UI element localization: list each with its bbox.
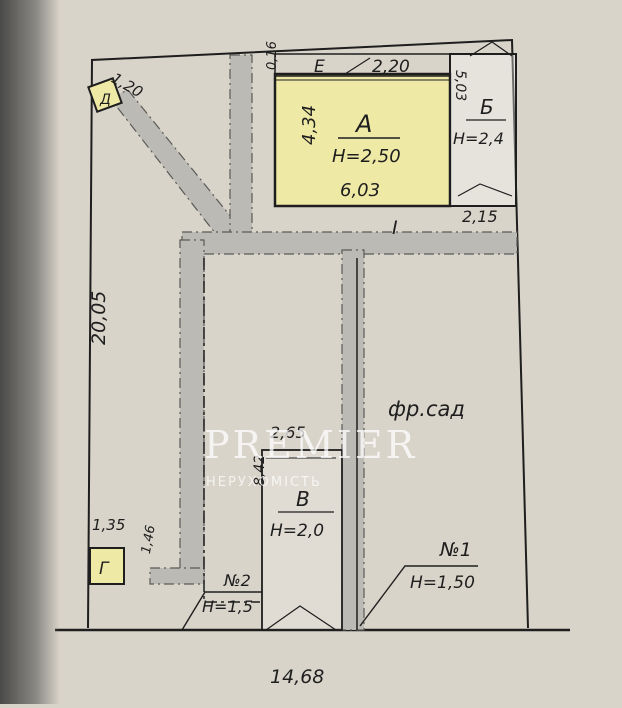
label-a-height: Н=2,50	[332, 146, 401, 167]
building-a	[273, 72, 452, 208]
dim-total-width: 14,68	[270, 666, 324, 688]
walkway-center	[341, 249, 365, 631]
dim-a-top: 2,20	[372, 57, 410, 77]
dim-g-width: 1,35	[92, 516, 125, 534]
dim-v-width: 2,65	[270, 423, 306, 442]
building-b-top-mark	[469, 41, 513, 57]
dim-total-height: 20,05	[88, 291, 110, 345]
watermark-title: PREMIER	[204, 423, 417, 467]
walkway-top-strip	[229, 54, 253, 236]
walkway-diagonal	[109, 89, 241, 243]
n1-leader	[359, 565, 478, 627]
label-n2-height: Н=1,5	[202, 597, 253, 616]
label-v-height: Н=2,0	[270, 521, 324, 541]
dim-side-small: 0,16	[265, 41, 280, 70]
n2-leader	[181, 591, 262, 631]
label-b: Б	[480, 95, 494, 119]
plot-boundary	[87, 38, 529, 629]
building-v-roof-mark	[265, 605, 337, 631]
building-d	[87, 77, 123, 113]
label-garden: фр.сад	[388, 397, 465, 421]
building-b	[449, 53, 517, 207]
label-b-height: Н=2,4	[453, 129, 504, 148]
dim-a-depth: 4,34	[299, 105, 320, 145]
dim-g-depth: 1,46	[139, 524, 159, 555]
walkways	[109, 54, 518, 631]
label-d: Д	[99, 92, 111, 108]
building-a-band-slash	[344, 57, 371, 75]
walkway-left	[179, 239, 205, 581]
building-b-bottom-mark	[457, 183, 513, 197]
building-g	[89, 547, 125, 585]
label-a: А	[354, 110, 372, 138]
label-n1-height: Н=1,50	[410, 573, 475, 593]
dim-v-depth: 8,42	[252, 455, 268, 486]
dim-corridor: 2,15	[462, 207, 498, 226]
page-edge-shadow	[0, 0, 60, 704]
building-a-top-band	[274, 53, 451, 77]
dim-b-depth: 5,03	[452, 70, 468, 101]
label-i: I	[392, 217, 398, 239]
label-n1: №1	[439, 539, 472, 561]
watermark-subtitle: НЕРУХОМІСТЬ	[206, 475, 322, 490]
building-v	[261, 449, 343, 631]
walkway-bottom-left	[149, 567, 205, 585]
label-g: Г	[99, 559, 110, 579]
label-v: В	[296, 487, 310, 511]
label-e: Е	[314, 57, 325, 77]
dim-a-bottom: 6,03	[340, 180, 380, 201]
label-n2: №2	[223, 571, 251, 590]
